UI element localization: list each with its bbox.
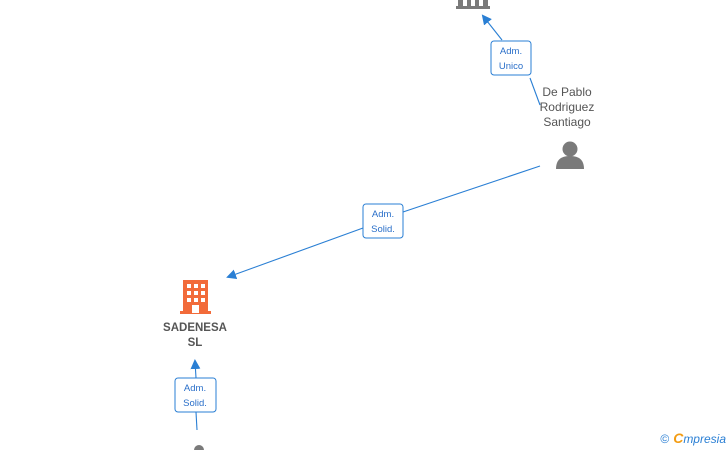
edge-line-segment xyxy=(402,165,541,213)
edge-arrow-line xyxy=(190,359,201,379)
edge-label-box xyxy=(174,377,217,413)
edge-label-line-1: Adm. xyxy=(500,46,522,57)
edge-label-box xyxy=(490,40,532,76)
person-node-main[interactable]: De Pablo Rodriguez Santiago xyxy=(540,85,595,169)
edge-line-segment xyxy=(195,411,198,431)
empresia-watermark: ©Cmpresia xyxy=(660,430,726,446)
edge-adm-solid-main: Adm. Solid. xyxy=(226,165,541,279)
edge-label-line-2: Solid. xyxy=(371,224,395,235)
edge-label-line-2: Solid. xyxy=(183,398,207,409)
edge-label-box xyxy=(362,203,404,239)
person-icon[interactable] xyxy=(194,445,204,450)
edge-label-line-2: Unico xyxy=(499,61,523,72)
edge-arrow-line xyxy=(481,14,503,41)
company-name-line-1: SADENESA xyxy=(163,322,227,334)
person-name-line-2: Rodriguez xyxy=(540,100,595,114)
copyright-icon: © xyxy=(660,432,670,446)
person-icon xyxy=(556,141,584,169)
person-name-line-1: De Pablo xyxy=(542,85,592,99)
edge-arrow-line xyxy=(226,227,364,279)
building-icon[interactable] xyxy=(456,0,490,9)
company-node-sadenesa[interactable]: SADENESA SL xyxy=(163,280,227,349)
building-icon xyxy=(180,280,211,314)
person-name-line-3: Santiago xyxy=(543,115,591,129)
brand-logo-letter: C xyxy=(673,430,684,446)
company-name-line-2: SL xyxy=(188,337,203,349)
edge-adm-unico: Adm. Unico xyxy=(481,14,541,106)
edge-line-segment xyxy=(529,77,541,106)
edge-label-line-1: Adm. xyxy=(372,209,394,220)
edge-adm-solid-bottom: Adm. Solid. xyxy=(174,359,217,431)
brand-logo-text: mpresia xyxy=(683,432,726,446)
edge-label-line-1: Adm. xyxy=(184,383,206,394)
